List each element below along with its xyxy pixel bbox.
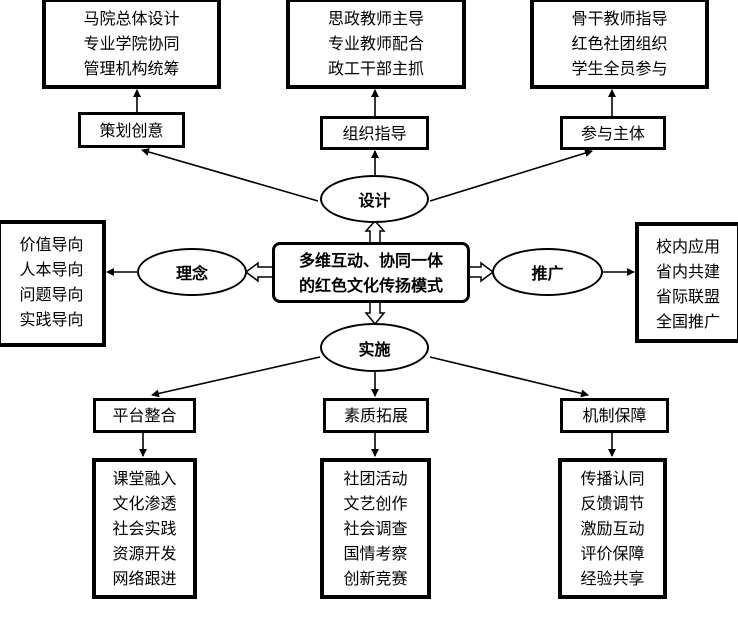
hollow-arrow-up xyxy=(364,219,386,244)
participants-box: 参与主体 xyxy=(560,116,666,150)
organizing-label: 组织指导 xyxy=(342,123,407,143)
center-title-line: 的红色文化传扬模式 xyxy=(298,275,443,295)
detail-line: 骨干教师指导 xyxy=(571,9,668,28)
planning-label: 策划创意 xyxy=(99,120,164,140)
hollow-arrow-right xyxy=(468,261,495,283)
detail-line: 全国推广 xyxy=(655,312,720,331)
detail-line: 红色社团组织 xyxy=(571,34,668,53)
participants-detail-box: 骨干教师指导 红色社团组织 学生全员参与 xyxy=(530,0,709,89)
detail-line: 政工干部主抓 xyxy=(327,59,424,78)
detail-line: 问题导向 xyxy=(19,285,84,304)
detail-line: 创新竞赛 xyxy=(343,569,408,588)
concept-label: 理念 xyxy=(175,264,208,283)
detail-line: 社会实践 xyxy=(112,519,177,538)
center-title-line: 多维互动、协同一体 xyxy=(298,250,443,270)
planning-detail-box: 马院总体设计 专业学院协同 管理机构统筹 xyxy=(42,0,221,89)
platform-box: 平台整合 xyxy=(93,398,196,433)
detail-line: 经验共享 xyxy=(580,569,645,588)
promotion-label: 推广 xyxy=(531,264,564,283)
detail-line: 实践导向 xyxy=(19,310,84,329)
detail-line: 评价保障 xyxy=(580,544,645,563)
detail-line: 网络跟进 xyxy=(112,569,177,588)
hollow-arrow-down xyxy=(364,300,386,326)
detail-line: 资源开发 xyxy=(112,544,177,563)
detail-line: 学生全员参与 xyxy=(571,59,668,78)
detail-line: 文化渗透 xyxy=(112,494,177,513)
detail-line: 社团活动 xyxy=(343,469,408,488)
organizing-box: 组织指导 xyxy=(320,116,429,150)
detail-line: 反馈调节 xyxy=(580,494,645,513)
quality-box: 素质拓展 xyxy=(323,398,429,433)
arrow-design-to-planning xyxy=(141,148,319,202)
detail-line: 传播认同 xyxy=(580,469,645,488)
arrow-impl-to-mechanism xyxy=(429,356,589,398)
concept-ellipse: 理念 xyxy=(137,248,247,296)
quality-label: 素质拓展 xyxy=(343,406,408,425)
mechanism-label: 机制保障 xyxy=(582,406,647,425)
detail-line: 省内共建 xyxy=(655,262,720,281)
detail-line: 马院总体设计 xyxy=(83,9,180,28)
detail-line: 管理机构统筹 xyxy=(83,59,180,78)
detail-line: 国情考察 xyxy=(343,544,408,563)
implementation-ellipse: 实施 xyxy=(320,323,429,372)
detail-line: 社会调查 xyxy=(343,519,408,538)
concept-detail-box: 价值导向 人本导向 问题导向 实践导向 xyxy=(0,220,106,347)
design-ellipse: 设计 xyxy=(320,175,429,223)
planning-box: 策划创意 xyxy=(78,112,185,148)
detail-line: 思政教师主导 xyxy=(327,9,424,28)
detail-line: 激励互动 xyxy=(580,519,645,538)
arrow-design-to-participants xyxy=(429,149,593,202)
organizing-detail-box: 思政教师主导 专业教师配合 政工干部主抓 xyxy=(286,0,466,89)
center-model-box: 多维互动、协同一体 的红色文化传扬模式 xyxy=(272,242,470,303)
platform-label: 平台整合 xyxy=(112,406,177,425)
detail-line: 省际联盟 xyxy=(655,287,720,306)
promotion-detail-box: 校内应用 省内共建 省际联盟 全国推广 xyxy=(635,222,738,343)
hollow-arrow-left xyxy=(244,261,274,283)
mechanism-box: 机制保障 xyxy=(560,398,669,433)
detail-line: 校内应用 xyxy=(655,237,720,256)
mechanism-detail-box: 传播认同 反馈调节 激励互动 评价保障 经验共享 xyxy=(558,458,667,599)
detail-line: 价值导向 xyxy=(19,235,84,254)
participants-label: 参与主体 xyxy=(580,123,645,143)
design-label: 设计 xyxy=(358,191,391,210)
arrow-impl-to-platform xyxy=(151,356,321,398)
detail-line: 文艺创作 xyxy=(343,494,408,513)
implementation-label: 实施 xyxy=(358,339,391,359)
detail-line: 课堂融入 xyxy=(112,469,177,488)
detail-line: 人本导向 xyxy=(19,260,84,279)
detail-line: 专业教师配合 xyxy=(327,34,424,53)
detail-line: 专业学院协同 xyxy=(83,34,180,53)
promotion-ellipse: 推广 xyxy=(492,248,603,296)
platform-detail-box: 课堂融入 文化渗透 社会实践 资源开发 网络跟进 xyxy=(92,458,197,599)
quality-detail-box: 社团活动 文艺创作 社会调查 国情考察 创新竞赛 xyxy=(320,458,431,599)
